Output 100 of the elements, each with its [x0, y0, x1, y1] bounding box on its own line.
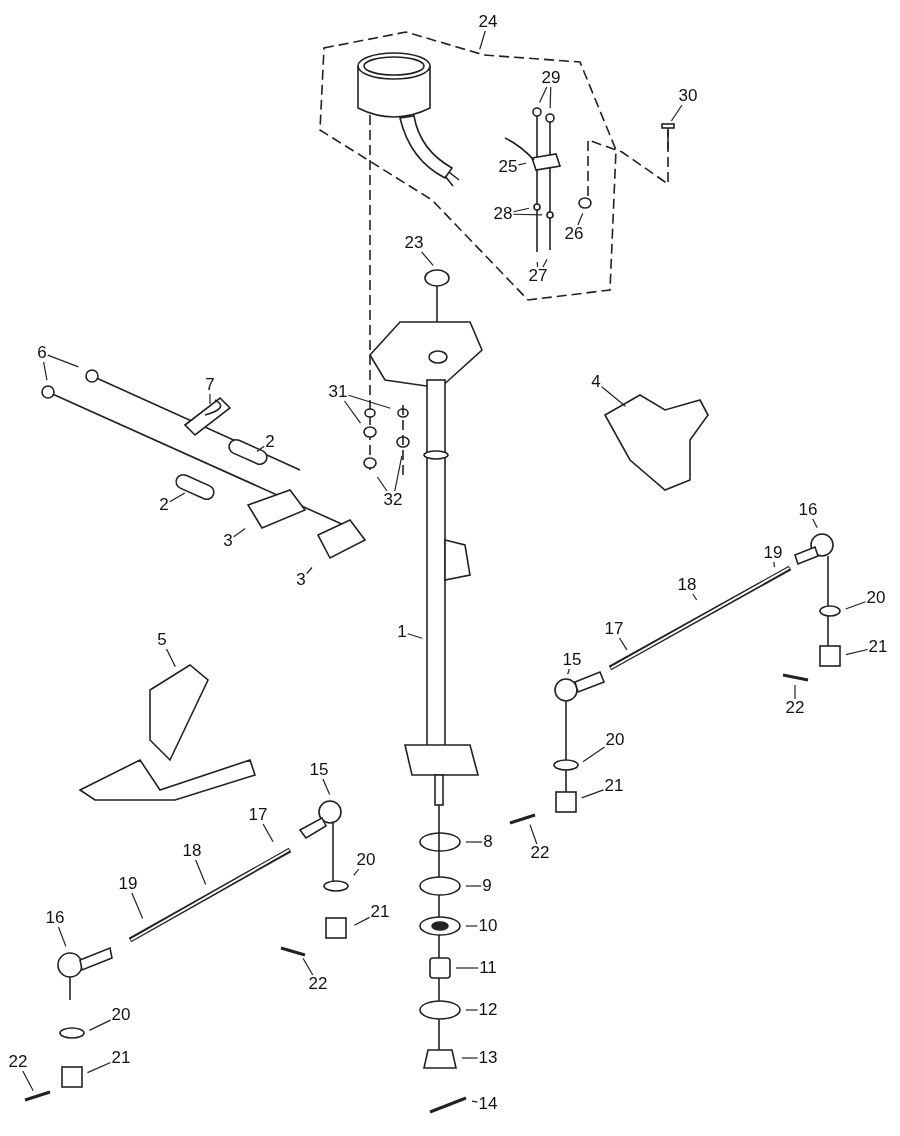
- leader-line: [577, 212, 584, 226]
- callout-number: 6: [36, 344, 48, 362]
- leader-line: [465, 1009, 479, 1011]
- leader-line: [455, 967, 479, 969]
- leader-line: [538, 86, 548, 104]
- callout-number: 2: [158, 496, 170, 514]
- leader-line: [302, 957, 314, 976]
- leader-line: [618, 637, 628, 651]
- callout-number: 21: [110, 1049, 132, 1067]
- callout-number: 17: [247, 806, 269, 824]
- callout-number: 32: [382, 491, 404, 509]
- leader-line: [47, 354, 79, 368]
- callout-number: 20: [355, 851, 377, 869]
- callout-number: 26: [563, 225, 585, 243]
- callout-number: 22: [529, 844, 551, 862]
- leader-line: [22, 1070, 34, 1092]
- leader-line: [43, 361, 48, 381]
- leader-line: [131, 892, 144, 920]
- callout-number: 16: [797, 501, 819, 519]
- callout-number: 10: [477, 917, 499, 935]
- leader-line: [195, 859, 207, 886]
- leader-line: [57, 926, 67, 947]
- leader-line: [465, 841, 483, 843]
- callout-number: 19: [762, 544, 784, 562]
- leader-line: [465, 925, 479, 927]
- leader-line: [581, 789, 605, 799]
- leader-line: [812, 518, 818, 529]
- callout-number: 20: [110, 1006, 132, 1024]
- callout-number: 15: [561, 651, 583, 669]
- leader-line: [692, 593, 698, 601]
- leader-line: [165, 648, 176, 668]
- callout-number: 1: [396, 623, 408, 641]
- callout-number: 12: [477, 1001, 499, 1019]
- callout-number: 2: [264, 433, 276, 451]
- callout-number: 22: [7, 1053, 29, 1071]
- leader-line: [347, 394, 391, 409]
- leader-line: [343, 400, 362, 424]
- callout-number: 27: [527, 267, 549, 285]
- callout-number: 20: [604, 731, 626, 749]
- leader-line: [549, 86, 552, 109]
- leader-line: [465, 885, 482, 887]
- callout-number: 25: [497, 158, 519, 176]
- callout-number: 14: [477, 1095, 499, 1113]
- leader-line: [86, 1061, 112, 1074]
- callout-number: 3: [295, 571, 307, 589]
- leader-line: [517, 162, 527, 166]
- callout-number: 3: [222, 532, 234, 550]
- leader-line: [536, 261, 539, 268]
- callout-number: 22: [307, 975, 329, 993]
- leader-line: [479, 30, 486, 50]
- callout-number: 18: [181, 842, 203, 860]
- leader-line: [306, 566, 313, 575]
- callout-number: 5: [156, 631, 168, 649]
- leader-line: [209, 393, 211, 405]
- callout-number: 18: [676, 576, 698, 594]
- leader-line: [773, 561, 775, 568]
- leader-line: [601, 386, 626, 407]
- leader-line: [421, 251, 434, 267]
- callout-number: 17: [603, 620, 625, 638]
- leader-line: [529, 824, 538, 845]
- leader-line: [88, 1019, 112, 1031]
- leader-line: [582, 746, 606, 763]
- callout-number: 15: [308, 761, 330, 779]
- leader-line: [322, 778, 331, 796]
- leader-line: [233, 527, 246, 538]
- callout-number: 13: [477, 1049, 499, 1067]
- leader-line: [407, 633, 423, 639]
- leader-line: [376, 476, 388, 492]
- callout-number: 4: [590, 373, 602, 391]
- leader-line: [567, 668, 570, 675]
- callout-number: 11: [478, 959, 498, 977]
- callout-number: 22: [784, 699, 806, 717]
- leader-line: [394, 455, 403, 492]
- leader-line: [794, 684, 796, 700]
- leader-line: [353, 916, 371, 926]
- callout-number: 29: [540, 69, 562, 87]
- callout-number: 21: [867, 638, 889, 656]
- leader-line: [512, 207, 530, 213]
- leader-line: [512, 213, 543, 216]
- leader-line: [353, 868, 360, 876]
- leader-line: [262, 823, 274, 843]
- leader-line: [169, 492, 186, 503]
- leader-line: [542, 258, 548, 268]
- callout-number: 7: [204, 376, 216, 394]
- leader-line: [461, 1057, 479, 1059]
- callout-number: 28: [492, 205, 514, 223]
- callout-number: 31: [327, 383, 349, 401]
- callout-number: 21: [369, 903, 391, 921]
- leader-line: [845, 601, 867, 610]
- leader-line: [845, 648, 869, 656]
- callout-number: 8: [482, 833, 494, 851]
- callout-number: 16: [44, 909, 66, 927]
- callout-number: 21: [603, 777, 625, 795]
- callout-number: 24: [477, 13, 499, 31]
- leader-line: [256, 445, 265, 453]
- callout-number: 9: [481, 877, 493, 895]
- callout-number: 23: [403, 234, 425, 252]
- callout-number: 19: [117, 875, 139, 893]
- leader-line: [670, 104, 683, 122]
- callout-number: 20: [865, 589, 887, 607]
